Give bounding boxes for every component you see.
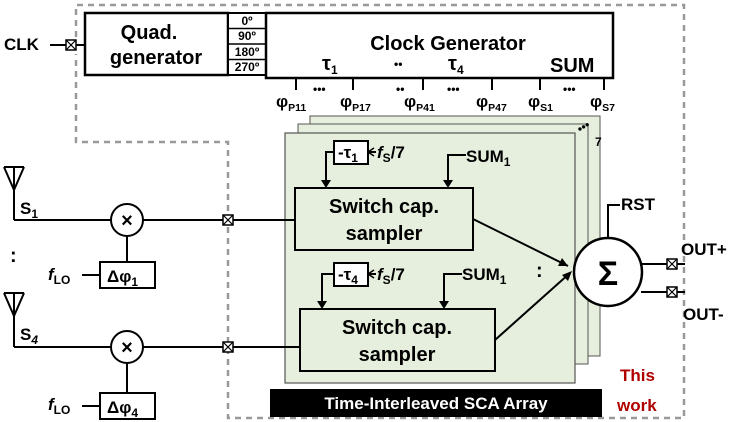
tau4-to-sampler-wire (321, 273, 334, 307)
phase-shift-4-block (99, 392, 156, 420)
flo-1-label: fLO (48, 265, 70, 287)
phase-shift-1-block (99, 261, 156, 289)
mixer-1-symbol: × (121, 210, 133, 232)
tau4-delay-label: -τ4 (338, 265, 358, 287)
summer-symbol: Σ (598, 255, 618, 293)
phi-p17: φP17 (340, 92, 371, 114)
out-minus-label: OUT- (683, 305, 724, 324)
phase-shift-1-label: Δφ1 (107, 267, 138, 289)
flo-4-label: fLO (48, 395, 70, 417)
phi-s1: φS1 (528, 92, 553, 114)
pad-rf4 (222, 341, 234, 353)
tau1-delay-label: -τ1 (338, 143, 358, 165)
sampler-1-to-sum-arrow (558, 258, 568, 266)
sampler-ellipsis: : (536, 260, 543, 282)
sca-array-banner (270, 389, 602, 417)
phi-p41: φP41 (404, 92, 435, 114)
clk-label: CLK (4, 35, 40, 54)
tau1-to-sampler-wire (325, 151, 334, 186)
clock-tau1-label: τ1 (322, 53, 338, 77)
fs-label-4: fS/7 (377, 265, 405, 287)
antenna-s4-label: S4 (20, 325, 38, 347)
clock-generator-block (264, 11, 615, 80)
quad-phase-180: 180º (235, 45, 260, 59)
sampler-1-line1: Switch cap. (329, 196, 439, 218)
sum1-wire-4 (443, 273, 462, 307)
clock-sum-label: SUM (550, 55, 594, 77)
clock-dots: •• (394, 57, 402, 71)
rst-label: RST (621, 195, 656, 214)
sampler-4-to-sum-wire (494, 272, 571, 341)
antenna-s1-icon (3, 166, 111, 221)
out-plus-label: OUT+ (681, 240, 727, 259)
this-work-line2: work (616, 396, 657, 415)
quad-generator-line2: generator (110, 47, 202, 69)
clock-out-ellipsis-mid: •• (396, 82, 404, 96)
this-work-boundary (74, 3, 686, 420)
clock-out-ellipsis-2: ••• (447, 82, 460, 96)
sampler-4-to-sum-arrow (562, 271, 572, 281)
quad-phase-270: 270º (235, 60, 260, 74)
quad-phase-90: 90º (238, 29, 256, 43)
fs-to-tau4-arrowhead (366, 269, 375, 279)
sum1-wire-1 (447, 154, 466, 186)
sampler-1-to-sum-wire (472, 218, 569, 267)
fs-label-1: fS/7 (377, 143, 405, 165)
phi-s7: φS7 (590, 92, 615, 114)
quad-generator-line1: Quad. (121, 22, 178, 44)
mixer-4-symbol: × (121, 337, 133, 359)
phi-p11: φP11 (276, 92, 306, 114)
phi-p47: φP47 (476, 92, 507, 114)
sum1-arrow-1 (443, 180, 453, 188)
pad-rf1 (222, 214, 234, 226)
clock-output-ticks (295, 78, 605, 90)
pad-out-plus (666, 258, 678, 270)
sampler-1-line2: sampler (346, 223, 423, 245)
clock-tau4-label: τ4 (448, 53, 464, 77)
stack-dots: ••• (575, 118, 593, 136)
fs-to-tau1-arrowhead (366, 147, 375, 157)
tau4-to-sampler-arrow (317, 301, 327, 309)
stack-count: 7 (595, 135, 602, 149)
sampler-4-line1: Switch cap. (342, 317, 452, 339)
clock-out-ellipsis-3: ••• (563, 82, 576, 96)
clock-generator-title: Clock Generator (370, 33, 526, 55)
phase-shift-4-label: Δφ4 (107, 398, 138, 420)
sampler-4-line2: sampler (359, 344, 436, 366)
sca-array-banner-text: Time-Interleaved SCA Array (324, 394, 548, 413)
sum1-arrow-4 (439, 301, 449, 309)
clock-out-ellipsis-1: ••• (313, 82, 326, 96)
this-work-line1: This (620, 366, 655, 385)
sum1-label-4: SUM1 (462, 265, 507, 287)
clk-pad (65, 39, 77, 51)
rst-wire (607, 204, 620, 238)
quad-phase-0: 0º (241, 14, 253, 28)
tau1-to-sampler-arrow (321, 180, 331, 188)
antenna-ellipsis: : (10, 245, 17, 267)
quad-phase-outputs: 0º 90º 180º 270º (227, 12, 267, 76)
pad-out-minus (666, 286, 678, 298)
antenna-s4-icon (3, 292, 111, 348)
sum1-label-1: SUM1 (466, 147, 511, 169)
antenna-s1-label: S1 (20, 199, 38, 221)
